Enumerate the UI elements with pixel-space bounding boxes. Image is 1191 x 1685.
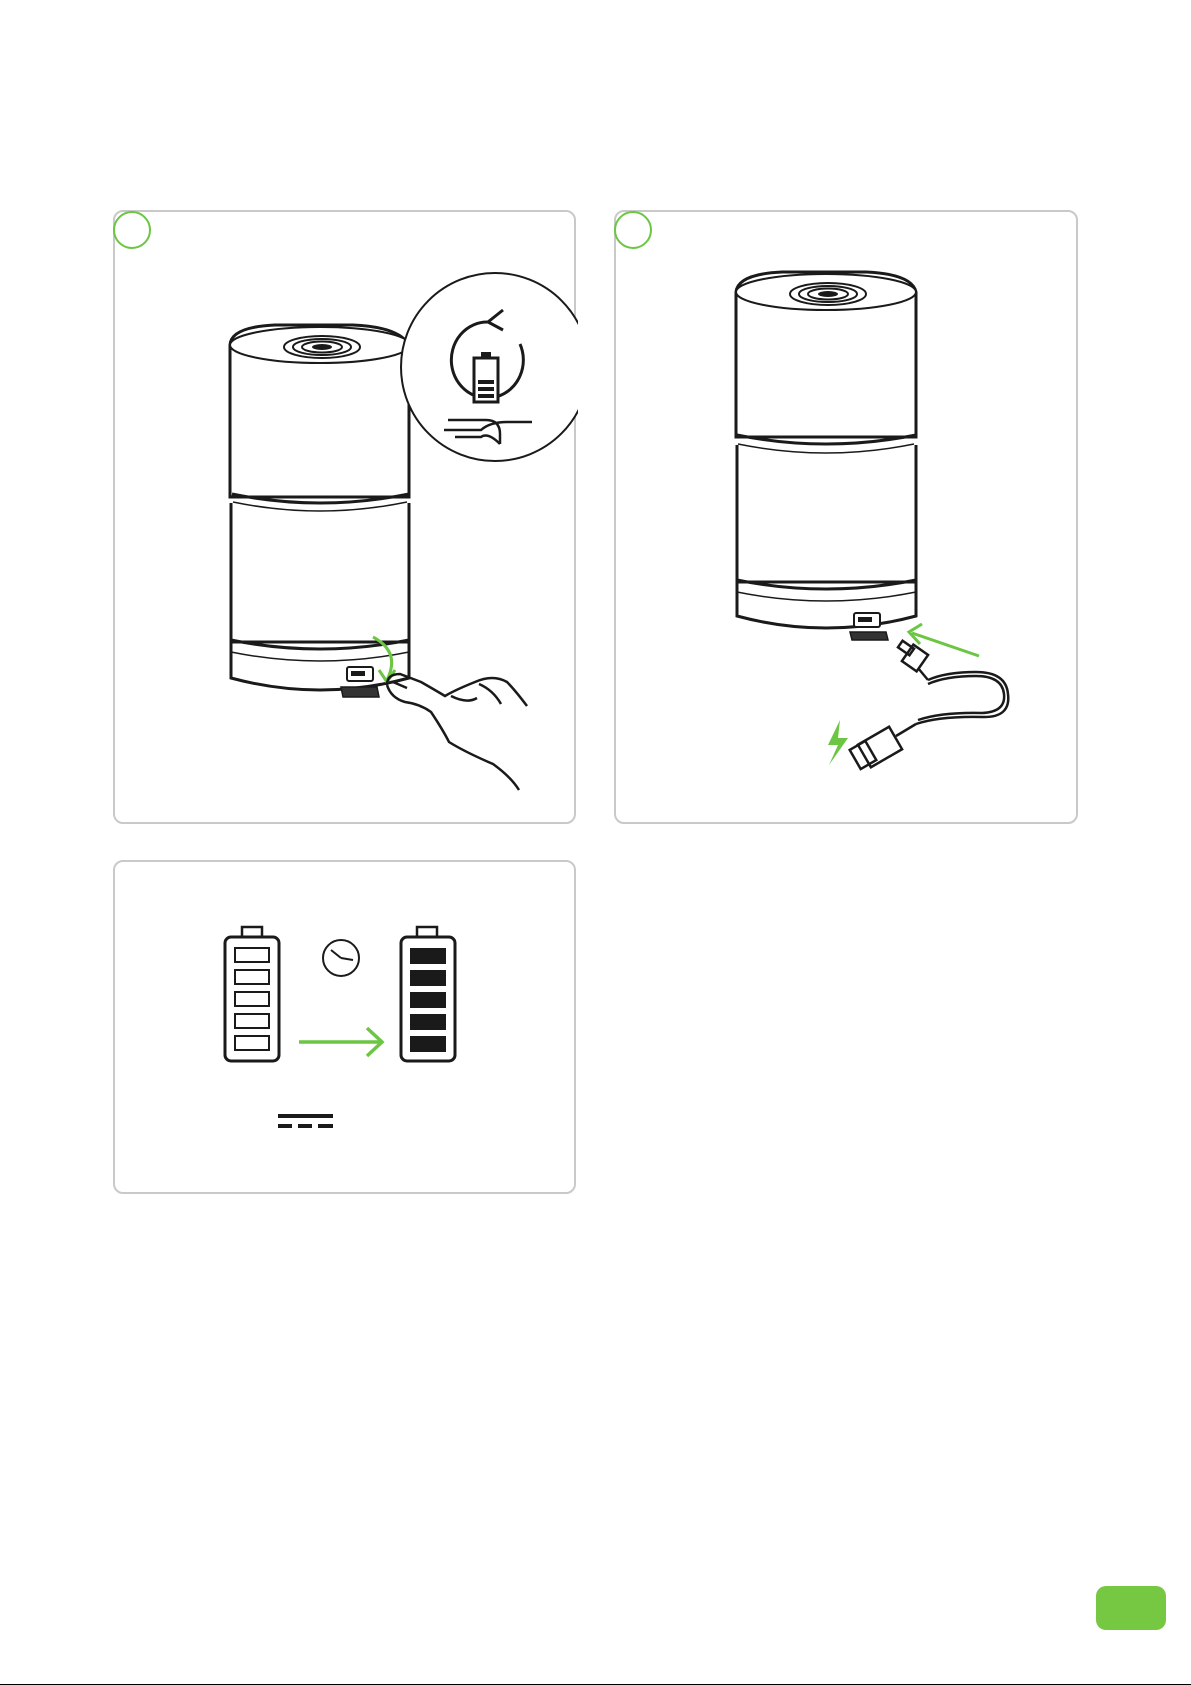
direct-current-icon (278, 1114, 333, 1128)
step-panel-1 (113, 210, 576, 824)
usb-charging-illustration (616, 212, 1080, 826)
charging-time-illustration (115, 862, 578, 1196)
battery-full-icon (401, 927, 455, 1061)
zoom-detail (401, 273, 578, 461)
power-button-illustration (115, 212, 578, 826)
insert-arrow-icon (912, 633, 979, 656)
battery-empty-icon (225, 927, 279, 1061)
clock-icon (323, 940, 359, 976)
step-number-2 (614, 211, 652, 249)
progress-arrow-icon (299, 1028, 382, 1056)
hand-icon (387, 674, 527, 790)
lightning-icon (828, 720, 848, 765)
step-panel-2 (614, 210, 1078, 824)
usb-cable-icon (850, 641, 1009, 769)
step-number-1 (113, 211, 151, 249)
step-panel-3 (113, 860, 576, 1194)
page-number-tab (1096, 1586, 1166, 1630)
